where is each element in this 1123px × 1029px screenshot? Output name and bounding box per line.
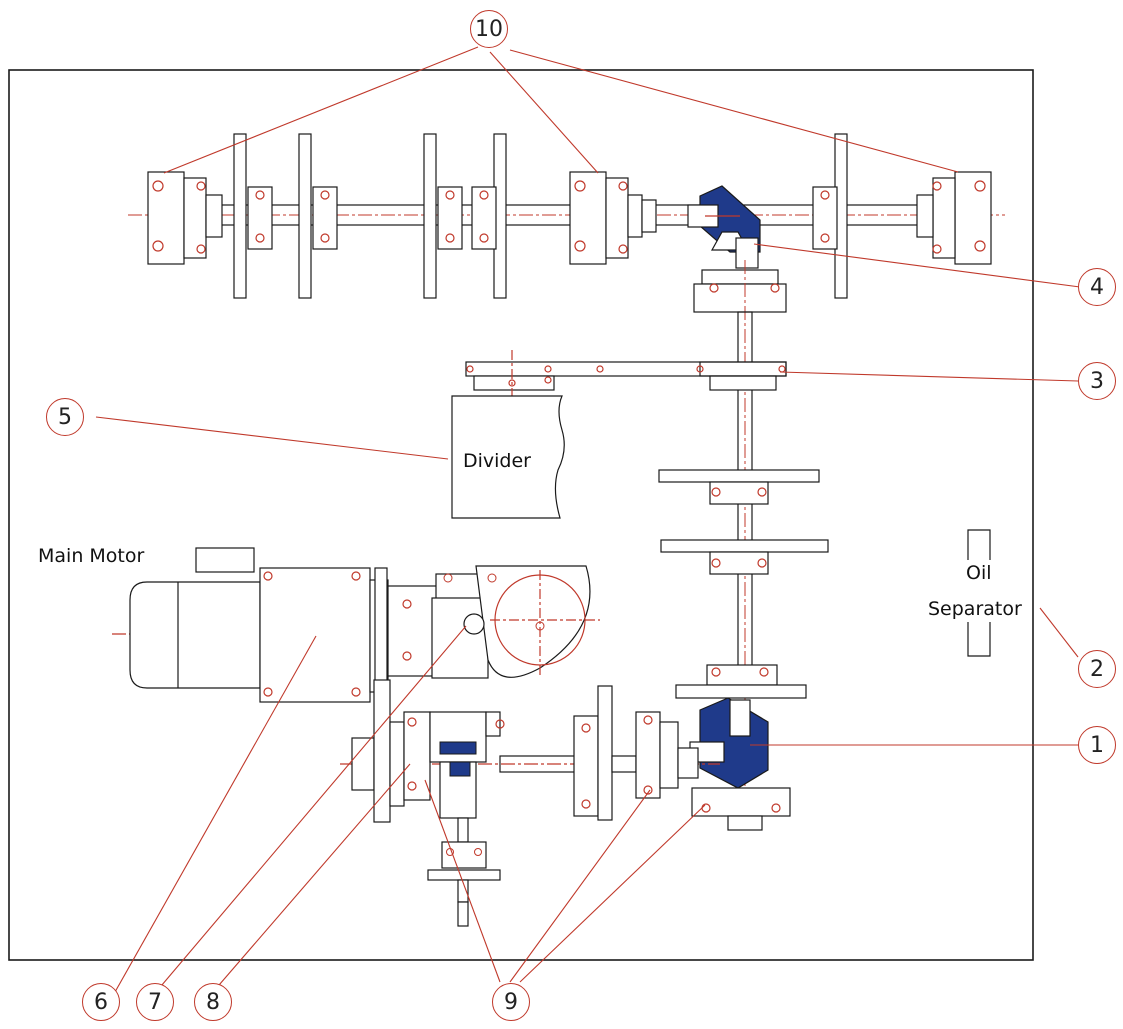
callout-10: 10 [470, 10, 508, 48]
outer-frame [8, 69, 1034, 961]
callout-2: 2 [1078, 650, 1116, 688]
main-motor-label: Main Motor [38, 545, 145, 567]
callout-8: 8 [194, 983, 232, 1021]
separator-label: Separator [928, 598, 1022, 620]
callout-5: 5 [46, 398, 84, 436]
top-shaft-assembly [128, 133, 1005, 313]
lower-bolts [407, 715, 653, 809]
oil-separator [967, 529, 991, 657]
oil-label: Oil [966, 562, 992, 584]
lower-shaft [340, 679, 720, 823]
leader-lines [95, 46, 1081, 993]
main-motor [112, 547, 480, 709]
callout-9: 9 [492, 983, 530, 1021]
cam-wheel [431, 565, 600, 679]
callout-1: 1 [1078, 726, 1116, 764]
bottom-bracket [427, 817, 501, 927]
divider-label: Divider [463, 450, 531, 472]
callout-3: 3 [1078, 362, 1116, 400]
chain-drive [465, 350, 787, 430]
motor-bolts [263, 571, 412, 697]
vertical-bolts [701, 283, 781, 813]
top-bolts [152, 180, 986, 254]
callout-6: 6 [82, 983, 120, 1021]
callout-4: 4 [1078, 268, 1116, 306]
callout-7: 7 [136, 983, 174, 1021]
lower-gear-parts [439, 741, 477, 777]
divider-box [451, 395, 565, 519]
